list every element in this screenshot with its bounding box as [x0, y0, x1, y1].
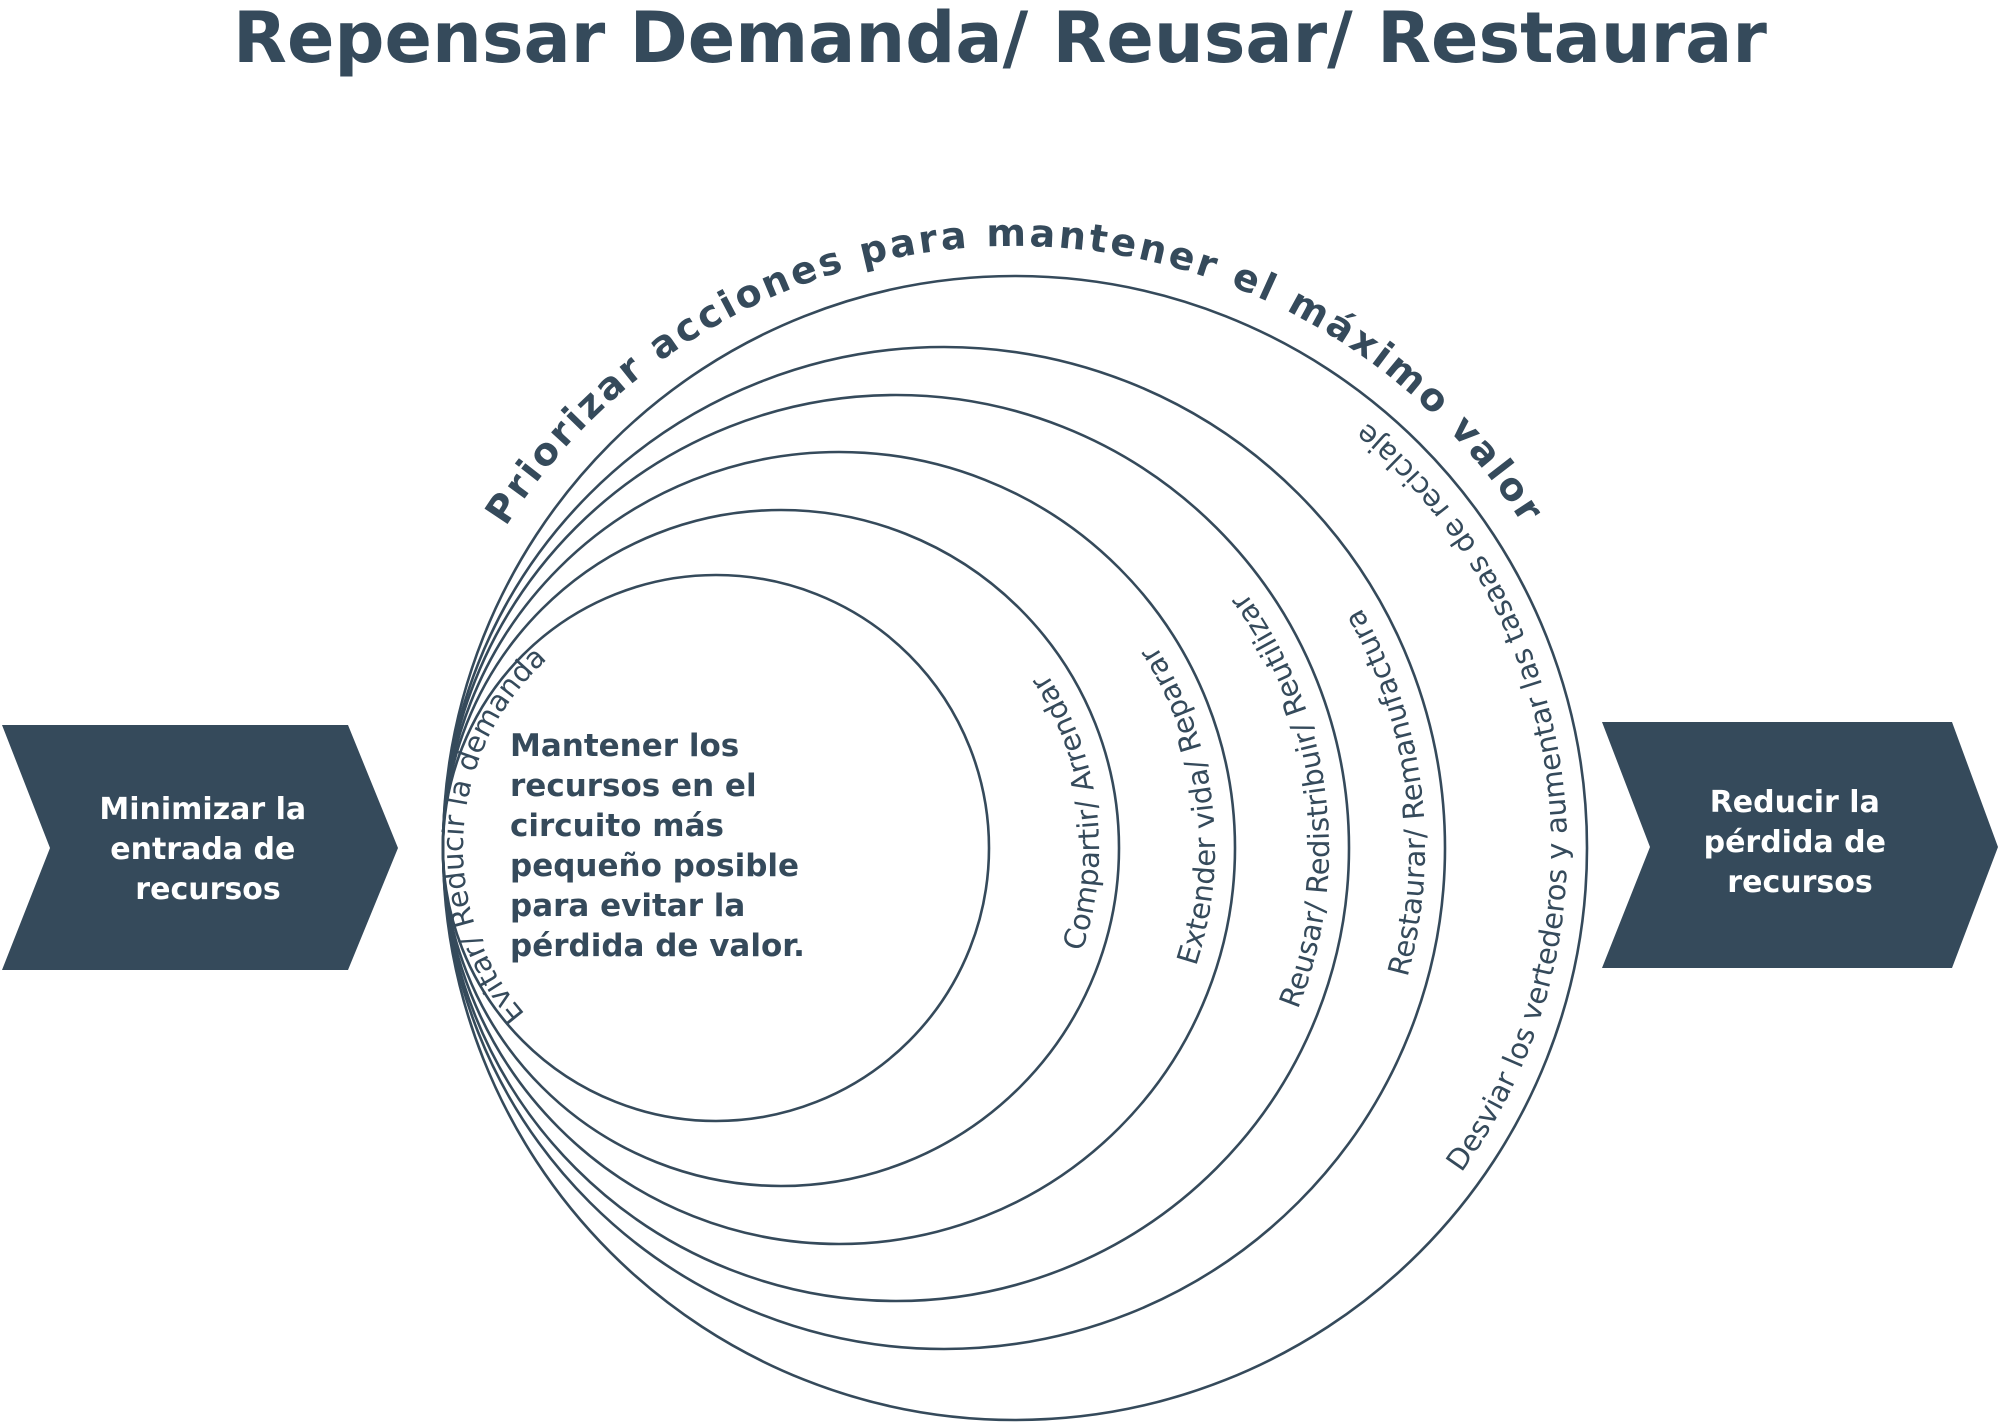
curved-heading: Priorizar acciones para mantener el máxi… [476, 211, 1553, 532]
ring-label-2: Compartir/ Arrendar [1024, 669, 1107, 954]
value-rings [441, 274, 1589, 1422]
ring-label-text-4: Reusar/ Redistribuir/ Reutilizar [1223, 587, 1336, 1012]
ring-label-text-6: Desviar los vertederos y aumentar las ta… [1349, 417, 1574, 1177]
ring-label-text-5: Restaurar/ Remanufactura [1337, 604, 1432, 979]
ring-label-4: Reusar/ Redistribuir/ Reutilizar [1223, 587, 1336, 1012]
ring-label-3: Extender vida/ Reparar [1132, 641, 1222, 969]
ring-6 [441, 274, 1589, 1422]
right-chevron: Reducir la pérdida de recursos [1602, 722, 1998, 968]
page-title: Repensar Demanda/ Reusar/ Restaurar [233, 0, 1767, 79]
left-chevron-label: Minimizar la entrada de recursos [99, 792, 316, 907]
ring-label-6: Desviar los vertederos y aumentar las ta… [1349, 417, 1574, 1177]
curved-heading-text: Priorizar acciones para mantener el máxi… [476, 211, 1550, 532]
center-text: Mantener los recursos en el circuito más… [510, 728, 810, 964]
left-chevron: Minimizar la entrada de recursos [2, 725, 398, 970]
ring-label-text-3: Extender vida/ Reparar [1132, 641, 1222, 969]
curved-heading-group: Priorizar acciones para mantener el máxi… [476, 211, 1553, 532]
ring-label-text-2: Compartir/ Arrendar [1024, 669, 1107, 954]
right-chevron-label: Reducir la pérdida de recursos [1704, 785, 1897, 900]
ring-label-5: Restaurar/ Remanufactura [1337, 604, 1432, 979]
